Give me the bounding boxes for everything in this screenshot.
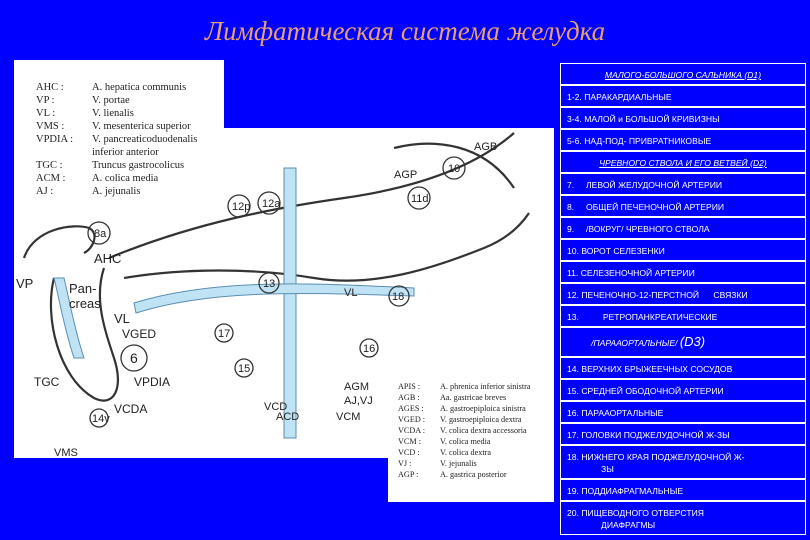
duodenum-outline [49, 267, 119, 402]
page-title: Лимфатическая система желудка [204, 16, 606, 46]
pancreas-upper-outline [108, 132, 515, 260]
legend2-row: APIS :A. phrenica inferior sinistra [398, 382, 531, 391]
label-8a: 8a [94, 228, 107, 240]
legend2-row: VJ :V. jejunalis [398, 459, 477, 468]
group-item: 9./ВОКРУГ/ ЧРЕВНОГО СТВОЛА [560, 217, 806, 239]
legend2-row: VCM :V. colica media [398, 437, 491, 446]
label-12p: 12p [232, 201, 250, 213]
label-16: 16 [363, 343, 375, 355]
legend-row: VP :V. portae [36, 95, 130, 106]
group-item: 16. ПАРААОРТАЛЬНЫЕ [560, 401, 806, 423]
label-vl: VL [114, 311, 130, 326]
label-tgc: TGC [34, 375, 60, 389]
legend-row: TGC :Truncus gastrocolicus [36, 160, 185, 171]
legend-row: AJ :A. jejunalis [36, 186, 141, 197]
splenic-vein [133, 283, 415, 314]
group-item: 8.ОБЩЕЙ ПЕЧЕНОЧНОЙ АРТЕРИИ [560, 195, 806, 217]
group-item: 14. ВЕРХНИХ БРЫЖЕЕЧНЫХ СОСУДОВ [560, 357, 806, 379]
label-vcda: VCDA [114, 402, 147, 416]
legend-row: VL :V. lienalis [36, 108, 134, 119]
label-14v: 14v [92, 413, 110, 425]
label-ahc: AHC [94, 251, 121, 266]
label-vms: VMS [54, 447, 78, 458]
label-vl-2: VL [344, 287, 357, 299]
spleen-edge [393, 142, 515, 189]
legend-row: VPDIA :V. pancreaticoduodenalis [36, 134, 198, 145]
node-12a [257, 191, 281, 215]
group-item: 3-4. МАЛОЙ и БОЛЬШОЙ КРИВИЗНЫ [560, 107, 806, 129]
legend2-row: AGP :A. gastrica posterior [398, 470, 507, 479]
group-item: 7.ЛЕВОЙ ЖЕЛУДОЧНОЙ АРТЕРИИ [560, 173, 806, 195]
node-8a [87, 221, 111, 245]
node-11d [407, 186, 431, 210]
diagram-drawing: 8a 12a 12p 11d 10 6 18 13 14v 16 15 17 A… [16, 132, 530, 458]
node-18 [388, 285, 410, 307]
legend-row: inferior anterior [92, 147, 159, 158]
group-header-d3: /ПАРААОРТАЛЬНЫЕ/ (D3) [560, 327, 806, 357]
group-item: 13. РЕТРОПАНКРЕАТИЧЕСКИЕ [560, 305, 806, 327]
group-header-d1: МАЛОГО-БОЛЬШОГО САЛЬНИКА (D1) [560, 63, 806, 85]
group-item: 10. ВОРОТ СЕЛЕЗЕНКИ [560, 239, 806, 261]
label-pancreas-2: creas [69, 296, 101, 311]
label-acd: ACD [276, 411, 299, 423]
label-agm: AGM [344, 381, 369, 393]
pancreas-lower-outline [123, 212, 530, 282]
label-10: 10 [448, 163, 460, 175]
label-18: 18 [392, 291, 404, 303]
label-vp: VP [16, 276, 33, 291]
node-16 [359, 338, 379, 358]
node-6 [120, 344, 148, 372]
liver-edge [22, 225, 96, 259]
label-vged: VGED [122, 327, 156, 341]
label-13: 13 [263, 278, 275, 290]
node-15 [234, 358, 254, 378]
label-agb: AGB [474, 141, 497, 153]
label-17: 17 [218, 328, 230, 340]
label-vpdia: VPDIA [134, 375, 170, 389]
duodenal-vein [53, 277, 85, 359]
abbreviation-legend: AHC :A. hepatica communis VP :V. portae … [14, 60, 224, 210]
group-item: 5-6. НАД-ПОД- ПРИВРАТНИКОВЫЕ [560, 129, 806, 151]
node-13 [258, 272, 280, 294]
group-header-d2: ЧРЕВНОГО СТВОЛА И ЕГО ВЕТВЕЙ (D2) [560, 151, 806, 173]
group-item: 17. ГОЛОВКИ ПОДЖЕЛУДОЧНОЙ Ж-ЗЫ [560, 423, 806, 445]
node-12p [227, 194, 251, 218]
diagram-lower-extension [388, 452, 554, 502]
legend2-row: VCD :V. colica dextra [398, 448, 491, 457]
node-17 [214, 323, 234, 343]
legend-row: ACM :A. colica media [36, 173, 159, 184]
label-vcm: VCM [336, 411, 360, 423]
label-vcd: VCD [264, 401, 287, 413]
group-item: 1-2. ПАРАКАРДИАЛЬНЫЕ [560, 85, 806, 107]
node-14v [89, 408, 109, 428]
group-item: 11. СЕЛЕЗЕНОЧНОЙ АРТЕРИИ [560, 261, 806, 283]
legend-row: VMS :V. mesenterica superior [36, 121, 191, 132]
legend2-row: VGED :V. gastroepiploica dextra [398, 415, 522, 424]
label-15: 15 [238, 363, 250, 375]
group-item: 18. НИЖНЕГО КРАЯ ПОДЖЕЛУДОЧНОЙ Ж-ЗЫ [560, 445, 806, 479]
label-pancreas: Pan- [69, 281, 96, 296]
legend-row: AHC :A. hepatica communis [36, 82, 187, 93]
label-11d: 11d [411, 193, 429, 205]
group-item: 12. ПЕЧЕНОЧНО-12-ПЕРСТНОЙ СВЯЗКИ [560, 283, 806, 305]
label-agp: AGP [394, 169, 417, 181]
label-6: 6 [130, 350, 138, 366]
legend2-row: VCDA :V. colica dextra accessoria [398, 426, 527, 435]
node-10 [442, 156, 466, 180]
group-item: 19. ПОДДИАФРАГМАЛЬНЫЕ [560, 479, 806, 501]
legend2-row: AGB :Aa. gastricae breves [398, 393, 507, 402]
legend2-row: AGES :A. gastroepiploica sinistra [398, 404, 526, 413]
label-12a: 12a [262, 198, 281, 210]
lymph-node-groups-panel: МАЛОГО-БОЛЬШОГО САЛЬНИКА (D1) 1-2. ПАРАК… [558, 60, 810, 540]
group-item: 15. СРЕДНЕЙ ОБОДОЧНОЙ АРТЕРИИ [560, 379, 806, 401]
label-ajvj: AJ,VJ [344, 395, 373, 407]
portal-vein [283, 167, 297, 439]
abbreviation-legend-2: APIS :A. phrenica inferior sinistra AGB … [388, 378, 554, 502]
